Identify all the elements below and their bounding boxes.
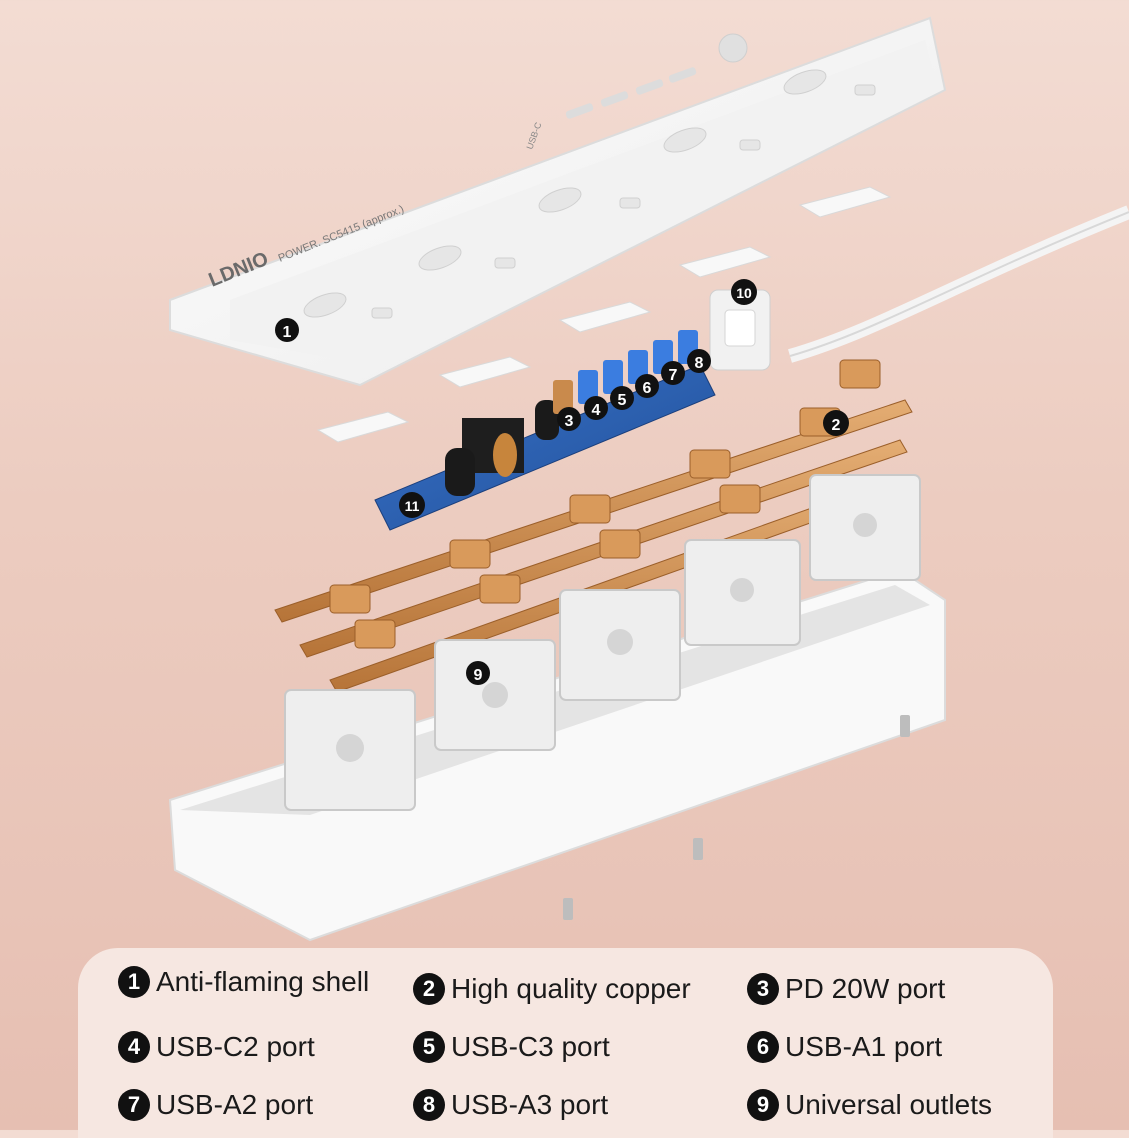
callout-8: 8 xyxy=(687,349,711,373)
usb-port-label: USB-C xyxy=(524,120,543,150)
legend-number-badge: 5 xyxy=(413,1031,445,1063)
svg-text:4: 4 xyxy=(592,402,601,419)
svg-text:9: 9 xyxy=(474,667,483,684)
screws xyxy=(563,715,910,920)
legend-label: USB-C3 port xyxy=(451,1031,610,1062)
svg-text:8: 8 xyxy=(695,355,704,372)
power-switch-module xyxy=(709,289,771,371)
svg-text:11: 11 xyxy=(405,498,420,514)
svg-text:10: 10 xyxy=(736,285,752,301)
callout-1: 1 xyxy=(275,318,299,342)
legend-item-6: 6 USB-A1 port xyxy=(747,1031,942,1063)
legend-number-badge: 3 xyxy=(747,973,779,1005)
legend-label: High quality copper xyxy=(451,973,691,1004)
callout-11: 11 xyxy=(399,492,425,518)
svg-text:1: 1 xyxy=(283,324,292,341)
shutter-clips xyxy=(316,186,892,443)
pcb-board xyxy=(374,330,716,531)
svg-text:6: 6 xyxy=(643,380,652,397)
legend-number-badge: 9 xyxy=(747,1089,779,1121)
svg-text:3: 3 xyxy=(565,413,574,430)
legend-label: Universal outlets xyxy=(785,1089,992,1120)
top-shell: LDNIO POWER. SC5415 (approx.) USB-C xyxy=(169,16,947,387)
legend-number-badge: 1 xyxy=(118,966,150,998)
legend-item-5: 5 USB-C3 port xyxy=(413,1031,610,1063)
callout-7: 7 xyxy=(661,361,685,385)
legend-panel xyxy=(78,948,1053,1138)
callout-10: 10 xyxy=(731,279,757,305)
legend-number-badge: 8 xyxy=(413,1089,445,1121)
callout-9: 9 xyxy=(466,661,490,685)
legend-number-badge: 4 xyxy=(118,1031,150,1063)
legend-item-9: 9 Universal outlets xyxy=(747,1089,992,1121)
legend-number-badge: 6 xyxy=(747,1031,779,1063)
callout-2: 2 xyxy=(823,410,849,436)
legend-number-badge: 2 xyxy=(413,973,445,1005)
legend-item-8: 8 USB-A3 port xyxy=(413,1089,608,1121)
legend-label: PD 20W port xyxy=(785,973,946,1004)
legend-label: Anti-flaming shell xyxy=(156,966,370,997)
legend-label: USB-A2 port xyxy=(156,1089,314,1120)
callout-5: 5 xyxy=(610,386,634,410)
svg-text:7: 7 xyxy=(669,367,678,384)
legend-item-1: 1 Anti-flaming shell xyxy=(118,966,369,998)
svg-text:5: 5 xyxy=(618,392,627,409)
callout-4: 4 xyxy=(584,396,608,420)
svg-text:2: 2 xyxy=(832,417,841,434)
callout-3: 3 xyxy=(557,407,581,431)
legend-number-badge: 7 xyxy=(118,1089,150,1121)
legend-label: USB-C2 port xyxy=(156,1031,315,1062)
callout-6: 6 xyxy=(635,374,659,398)
callout-badges: 1 2 3 4 5 6 7 8 9 10 11 xyxy=(275,279,849,685)
legend-label: USB-A3 port xyxy=(451,1089,609,1120)
legend-item-7: 7 USB-A2 port xyxy=(118,1089,313,1121)
legend-item-3: 3 PD 20W port xyxy=(747,973,945,1005)
legend-item-4: 4 USB-C2 port xyxy=(118,1031,315,1063)
legend-item-2: 2 High quality copper xyxy=(413,973,691,1005)
legend-label: USB-A1 port xyxy=(785,1031,943,1062)
bottom-housing xyxy=(168,474,946,942)
